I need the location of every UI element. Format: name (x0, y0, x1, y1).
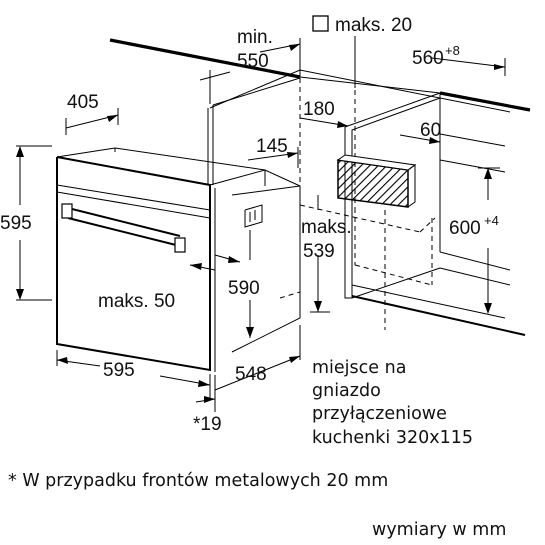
socket-note-line: gniazdo (312, 381, 381, 401)
label-595-width: 595 (103, 360, 135, 381)
label-600-tolerance: +4 (484, 213, 499, 228)
socket-note-line: przyłączeniowe (312, 404, 447, 424)
label-550: 550 (237, 51, 269, 72)
label-560: 560 (412, 48, 444, 69)
units-caption: wymiary w mm (372, 520, 506, 540)
socket-note: miejsce na gniazdo przyłączeniowe kuchen… (312, 358, 473, 448)
label-405: 405 (67, 92, 99, 113)
label-590: 590 (228, 278, 260, 299)
label-600: 600 (449, 218, 481, 239)
label-595-height: 595 (0, 213, 32, 234)
footnote: * W przypadku frontów metalowych 20 mm (8, 471, 388, 491)
label-539: 539 (303, 241, 335, 262)
hidden-lines (279, 78, 436, 330)
dimension-labels: min. 550 maks. 20 560 +8 405 180 60 145 … (0, 15, 499, 435)
socket-note-line: miejsce na (312, 358, 406, 378)
cabinet-niche (109, 38, 531, 336)
dimension-lines (16, 36, 506, 412)
label-560-tolerance: +8 (445, 43, 460, 58)
oven (56, 147, 301, 372)
label-min: min. (237, 27, 273, 48)
label-maks-50: maks. 50 (98, 291, 175, 312)
socket-area (336, 154, 417, 208)
label-145: 145 (256, 136, 288, 157)
label-60: 60 (420, 120, 441, 141)
checkbox-square-icon (312, 15, 329, 32)
label-maks-20: maks. 20 (335, 15, 412, 36)
label-maks: maks. (301, 217, 352, 238)
label-star-19: *19 (193, 414, 222, 435)
socket-note-line: kuchenki 320x115 (312, 428, 473, 448)
label-548: 548 (235, 364, 267, 385)
label-180: 180 (303, 99, 335, 120)
